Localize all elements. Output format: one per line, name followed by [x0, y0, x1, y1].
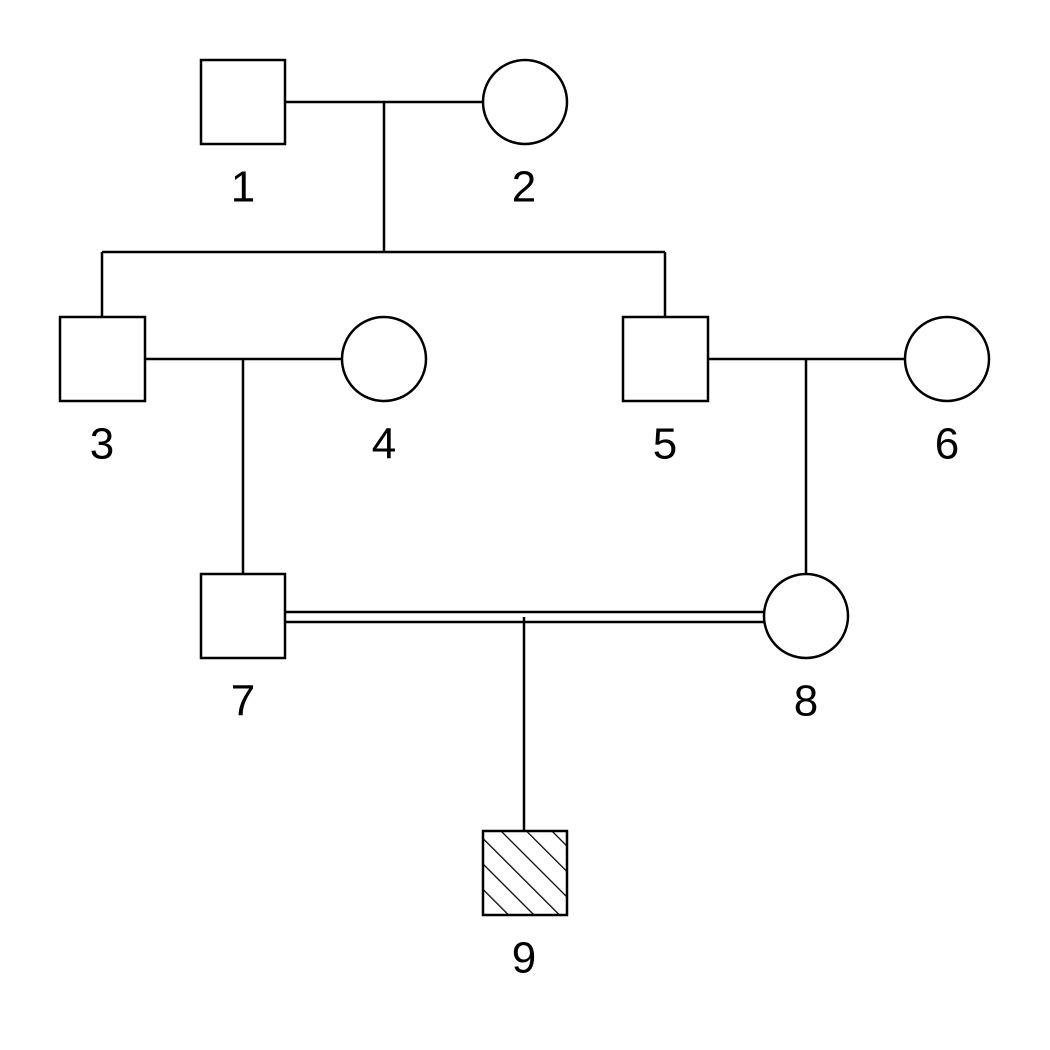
individual-label: 3	[90, 420, 114, 469]
female-symbol	[903, 315, 991, 403]
male-symbol	[199, 572, 287, 660]
individual-label: 7	[231, 677, 255, 726]
individual-label: 6	[935, 420, 959, 469]
individual-4: 4	[340, 315, 428, 469]
individual-label: 2	[512, 163, 536, 212]
union-1-2	[100, 100, 667, 317]
individual-label: 4	[372, 420, 396, 469]
union-3-4	[145, 357, 342, 574]
individual-label: 1	[231, 163, 255, 212]
female-symbol	[481, 58, 569, 146]
individual-label: 5	[653, 420, 677, 469]
individual-label: 8	[794, 677, 818, 726]
male-symbol	[199, 58, 287, 146]
individual-7: 7	[199, 572, 287, 726]
union-5-6	[708, 357, 906, 574]
male-symbol	[58, 315, 147, 403]
affected-male-symbol	[481, 829, 569, 917]
union-7-8	[285, 610, 764, 831]
individual-label: 9	[512, 934, 536, 983]
individual-5: 5	[621, 315, 710, 469]
individual-6: 6	[903, 315, 991, 469]
individual-3: 3	[58, 315, 147, 469]
female-symbol	[340, 315, 428, 403]
male-symbol	[621, 315, 710, 403]
individual-2: 2	[481, 58, 569, 212]
female-symbol	[762, 572, 850, 660]
individual-9: 9	[481, 829, 569, 983]
individual-1: 1	[199, 58, 287, 212]
individual-8: 8	[762, 572, 850, 726]
